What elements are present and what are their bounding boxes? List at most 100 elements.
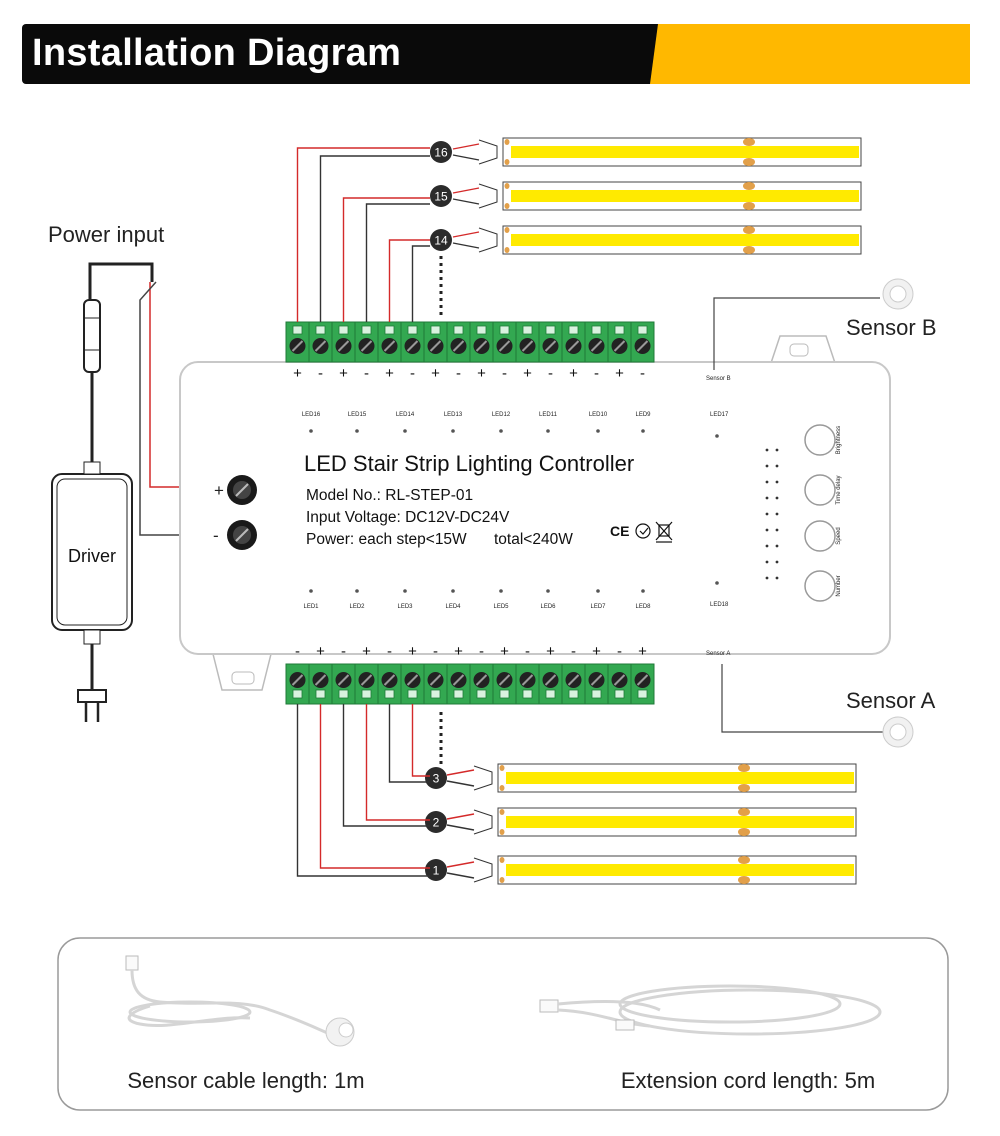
strip-number-16: 16: [430, 141, 452, 163]
terminal-screw-7[interactable]: [423, 663, 448, 705]
button-number[interactable]: Number: [804, 570, 842, 602]
terminal-sign-2: +: [316, 643, 325, 660]
wire-1-negative: [296, 704, 430, 877]
power-terminal-negative[interactable]: [227, 520, 257, 550]
terminal-screw-15[interactable]: [607, 321, 632, 363]
terminal-screw-15[interactable]: [607, 663, 632, 705]
sensor-a-icon[interactable]: [882, 716, 914, 748]
bottom-led-label-7: LED7: [590, 604, 606, 610]
terminal-screw-2[interactable]: [308, 321, 333, 363]
terminal-screw-6[interactable]: [400, 321, 425, 363]
bottom-led-label-8: LED8: [635, 604, 651, 610]
terminal-sign-9: -: [479, 643, 484, 660]
top-led-label-3: LED14: [396, 412, 415, 418]
terminal-screw-11[interactable]: [515, 321, 540, 363]
strip-number-15: 15: [430, 185, 452, 207]
terminal-screw-12[interactable]: [538, 321, 563, 363]
terminal-sign-13: +: [569, 365, 578, 382]
lead-red: [452, 187, 480, 194]
terminal-screw-9[interactable]: [469, 663, 494, 705]
ce-mark-icon: CE: [610, 523, 629, 539]
sensor-b-icon[interactable]: [882, 278, 914, 310]
terminal-screw-13[interactable]: [561, 663, 586, 705]
terminal-screw-12[interactable]: [538, 663, 563, 705]
terminal-screw-8[interactable]: [446, 663, 471, 705]
terminal-screw-14[interactable]: [584, 663, 609, 705]
strip-number-text-3: 3: [433, 772, 440, 786]
terminal-screw-3[interactable]: [331, 663, 356, 705]
lead-red: [452, 143, 480, 150]
terminal-sign-1: +: [293, 365, 302, 382]
terminal-sign-7: +: [431, 365, 440, 382]
dc-jack-icon: [83, 299, 101, 373]
controller-body: [179, 335, 891, 691]
terminal-sign-16: +: [638, 643, 647, 660]
terminal-sign-6: -: [410, 365, 415, 382]
grid-dot: [765, 576, 769, 580]
driver-box: Driver: [51, 461, 133, 645]
terminal-screw-16[interactable]: [630, 321, 655, 363]
bottom-terminal-block: -+-+-+-+-+-+-+-+: [285, 643, 655, 705]
power-terminal-positive[interactable]: [227, 475, 257, 505]
top-led-label-2: LED15: [348, 412, 367, 418]
led17-indicator: [715, 434, 719, 438]
weee-bin-icon: [655, 521, 673, 543]
terminal-screw-1[interactable]: [285, 321, 310, 363]
button-time-delay[interactable]: Time delay: [804, 474, 842, 506]
grid-dot: [775, 512, 779, 516]
terminal-screw-10[interactable]: [492, 663, 517, 705]
grid-dot: [775, 576, 779, 580]
bottom-led-dot-7: [596, 589, 600, 593]
bottom-led-dot-6: [546, 589, 550, 593]
wire-1-positive: [319, 704, 430, 869]
terminal-screw-13[interactable]: [561, 321, 586, 363]
terminal-screw-14[interactable]: [584, 321, 609, 363]
button-brightness[interactable]: Brightness: [804, 424, 842, 456]
terminal-screw-16[interactable]: [630, 663, 655, 705]
grid-dot: [775, 480, 779, 484]
bottom-led-dot-5: [499, 589, 503, 593]
terminal-sign-8: -: [456, 365, 461, 382]
top-led-dot-2: [355, 429, 359, 433]
grid-dot: [775, 448, 779, 452]
button-speed[interactable]: Speed: [804, 520, 842, 552]
strip-16: 16: [430, 137, 862, 167]
terminal-screw-7[interactable]: [423, 321, 448, 363]
terminal-screw-5[interactable]: [377, 663, 402, 705]
button-label-3: Speed: [836, 527, 842, 544]
wire-15-positive: [342, 197, 430, 322]
grid-dot: [775, 544, 779, 548]
terminal-sign-4: +: [362, 643, 371, 660]
terminal-screw-11[interactable]: [515, 663, 540, 705]
terminal-screw-9[interactable]: [469, 321, 494, 363]
terminal-screw-6[interactable]: [400, 663, 425, 705]
sensor-b-port-label: Sensor B: [706, 376, 731, 382]
terminal-sign-12: +: [546, 643, 555, 660]
banner-background: [22, 24, 970, 84]
strip-number-1: 1: [425, 859, 447, 881]
terminal-screw-4[interactable]: [354, 321, 379, 363]
terminal-screw-3[interactable]: [331, 321, 356, 363]
top-led-dot-5: [499, 429, 503, 433]
terminal-sign-8: +: [454, 643, 463, 660]
strip-number-text-15: 15: [434, 190, 448, 204]
bottom-led-dot-4: [451, 589, 455, 593]
grid-dot: [775, 496, 779, 500]
terminal-screw-8[interactable]: [446, 321, 471, 363]
terminal-screw-1[interactable]: [285, 663, 310, 705]
terminal-sign-6: +: [408, 643, 417, 660]
terminal-screw-2[interactable]: [308, 663, 333, 705]
terminal-sign-16: -: [640, 365, 645, 382]
wire-14-negative: [411, 245, 430, 322]
terminal-screw-10[interactable]: [492, 321, 517, 363]
terminal-screw-4[interactable]: [354, 663, 379, 705]
terminal-screw-5[interactable]: [377, 321, 402, 363]
ac-plug-icon: [77, 689, 107, 722]
bottom-led-label-1: LED1: [303, 604, 319, 610]
grid-dot: [765, 448, 769, 452]
terminal-sign-3: -: [341, 643, 346, 660]
accessories-panel: [57, 937, 949, 1111]
strip-number-3: 3: [425, 767, 447, 789]
wire-16-negative: [319, 155, 430, 322]
